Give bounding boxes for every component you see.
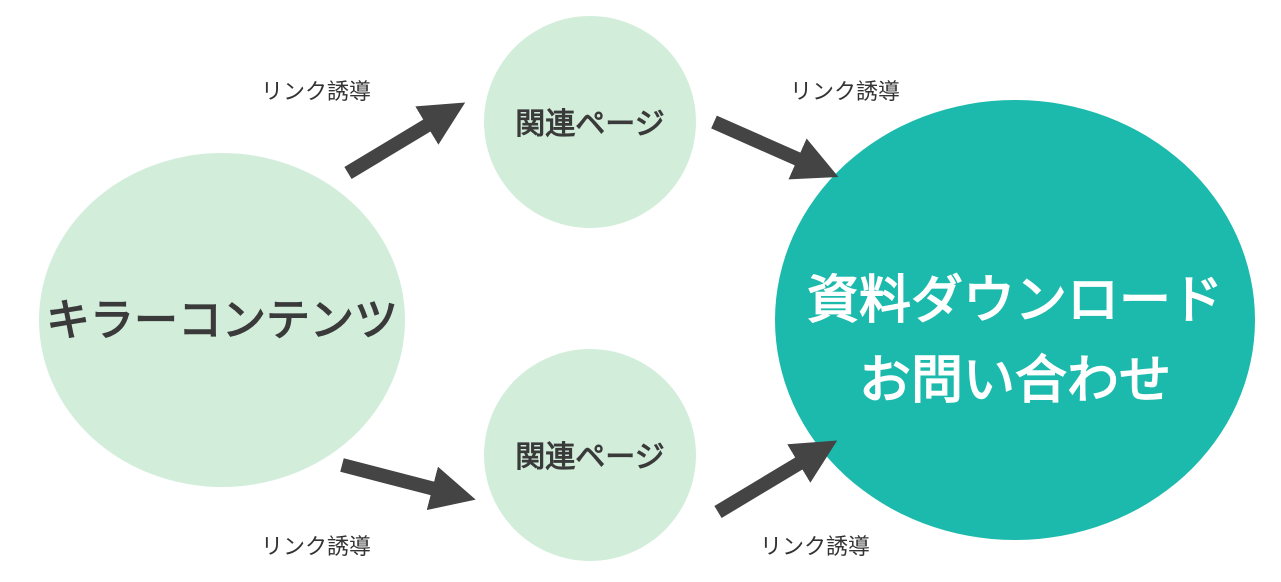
edge-label-related-bottom-to-goal: リンク誘導 (760, 535, 870, 560)
node-killer-content: キラーコンテンツ (39, 153, 405, 487)
goal-circle (775, 100, 1255, 540)
edges (340, 102, 839, 519)
related-page-top-circle (484, 16, 696, 228)
goal-label-line2: お問い合わせ (859, 351, 1171, 411)
arrow-related-bottom-to-goal (714, 440, 838, 519)
related-page-top-label: 関連ページ (515, 107, 664, 142)
goal-label-line1: 資料ダウンロード (807, 271, 1223, 331)
edge-label-related-top-to-goal: リンク誘導 (790, 80, 900, 105)
edge-label-killer-to-related-bottom: リンク誘導 (261, 535, 371, 560)
arrow-related-top-to-goal (711, 115, 839, 180)
node-related-page-bottom: 関連ページ (484, 349, 696, 561)
related-page-bottom-circle (484, 349, 696, 561)
related-page-bottom-label: 関連ページ (515, 440, 664, 475)
arrow-killer-to-related-top (344, 102, 466, 179)
killer-content-circle (39, 153, 405, 487)
killer-content-label: キラーコンテンツ (46, 295, 398, 346)
arrow-killer-to-related-bottom (340, 458, 476, 511)
edge-labels: リンク誘導 リンク誘導 リンク誘導 リンク誘導 (261, 80, 900, 560)
node-goal: 資料ダウンロード お問い合わせ (775, 100, 1255, 540)
node-related-page-top: 関連ページ (484, 16, 696, 228)
edge-label-killer-to-related-top: リンク誘導 (261, 80, 371, 105)
